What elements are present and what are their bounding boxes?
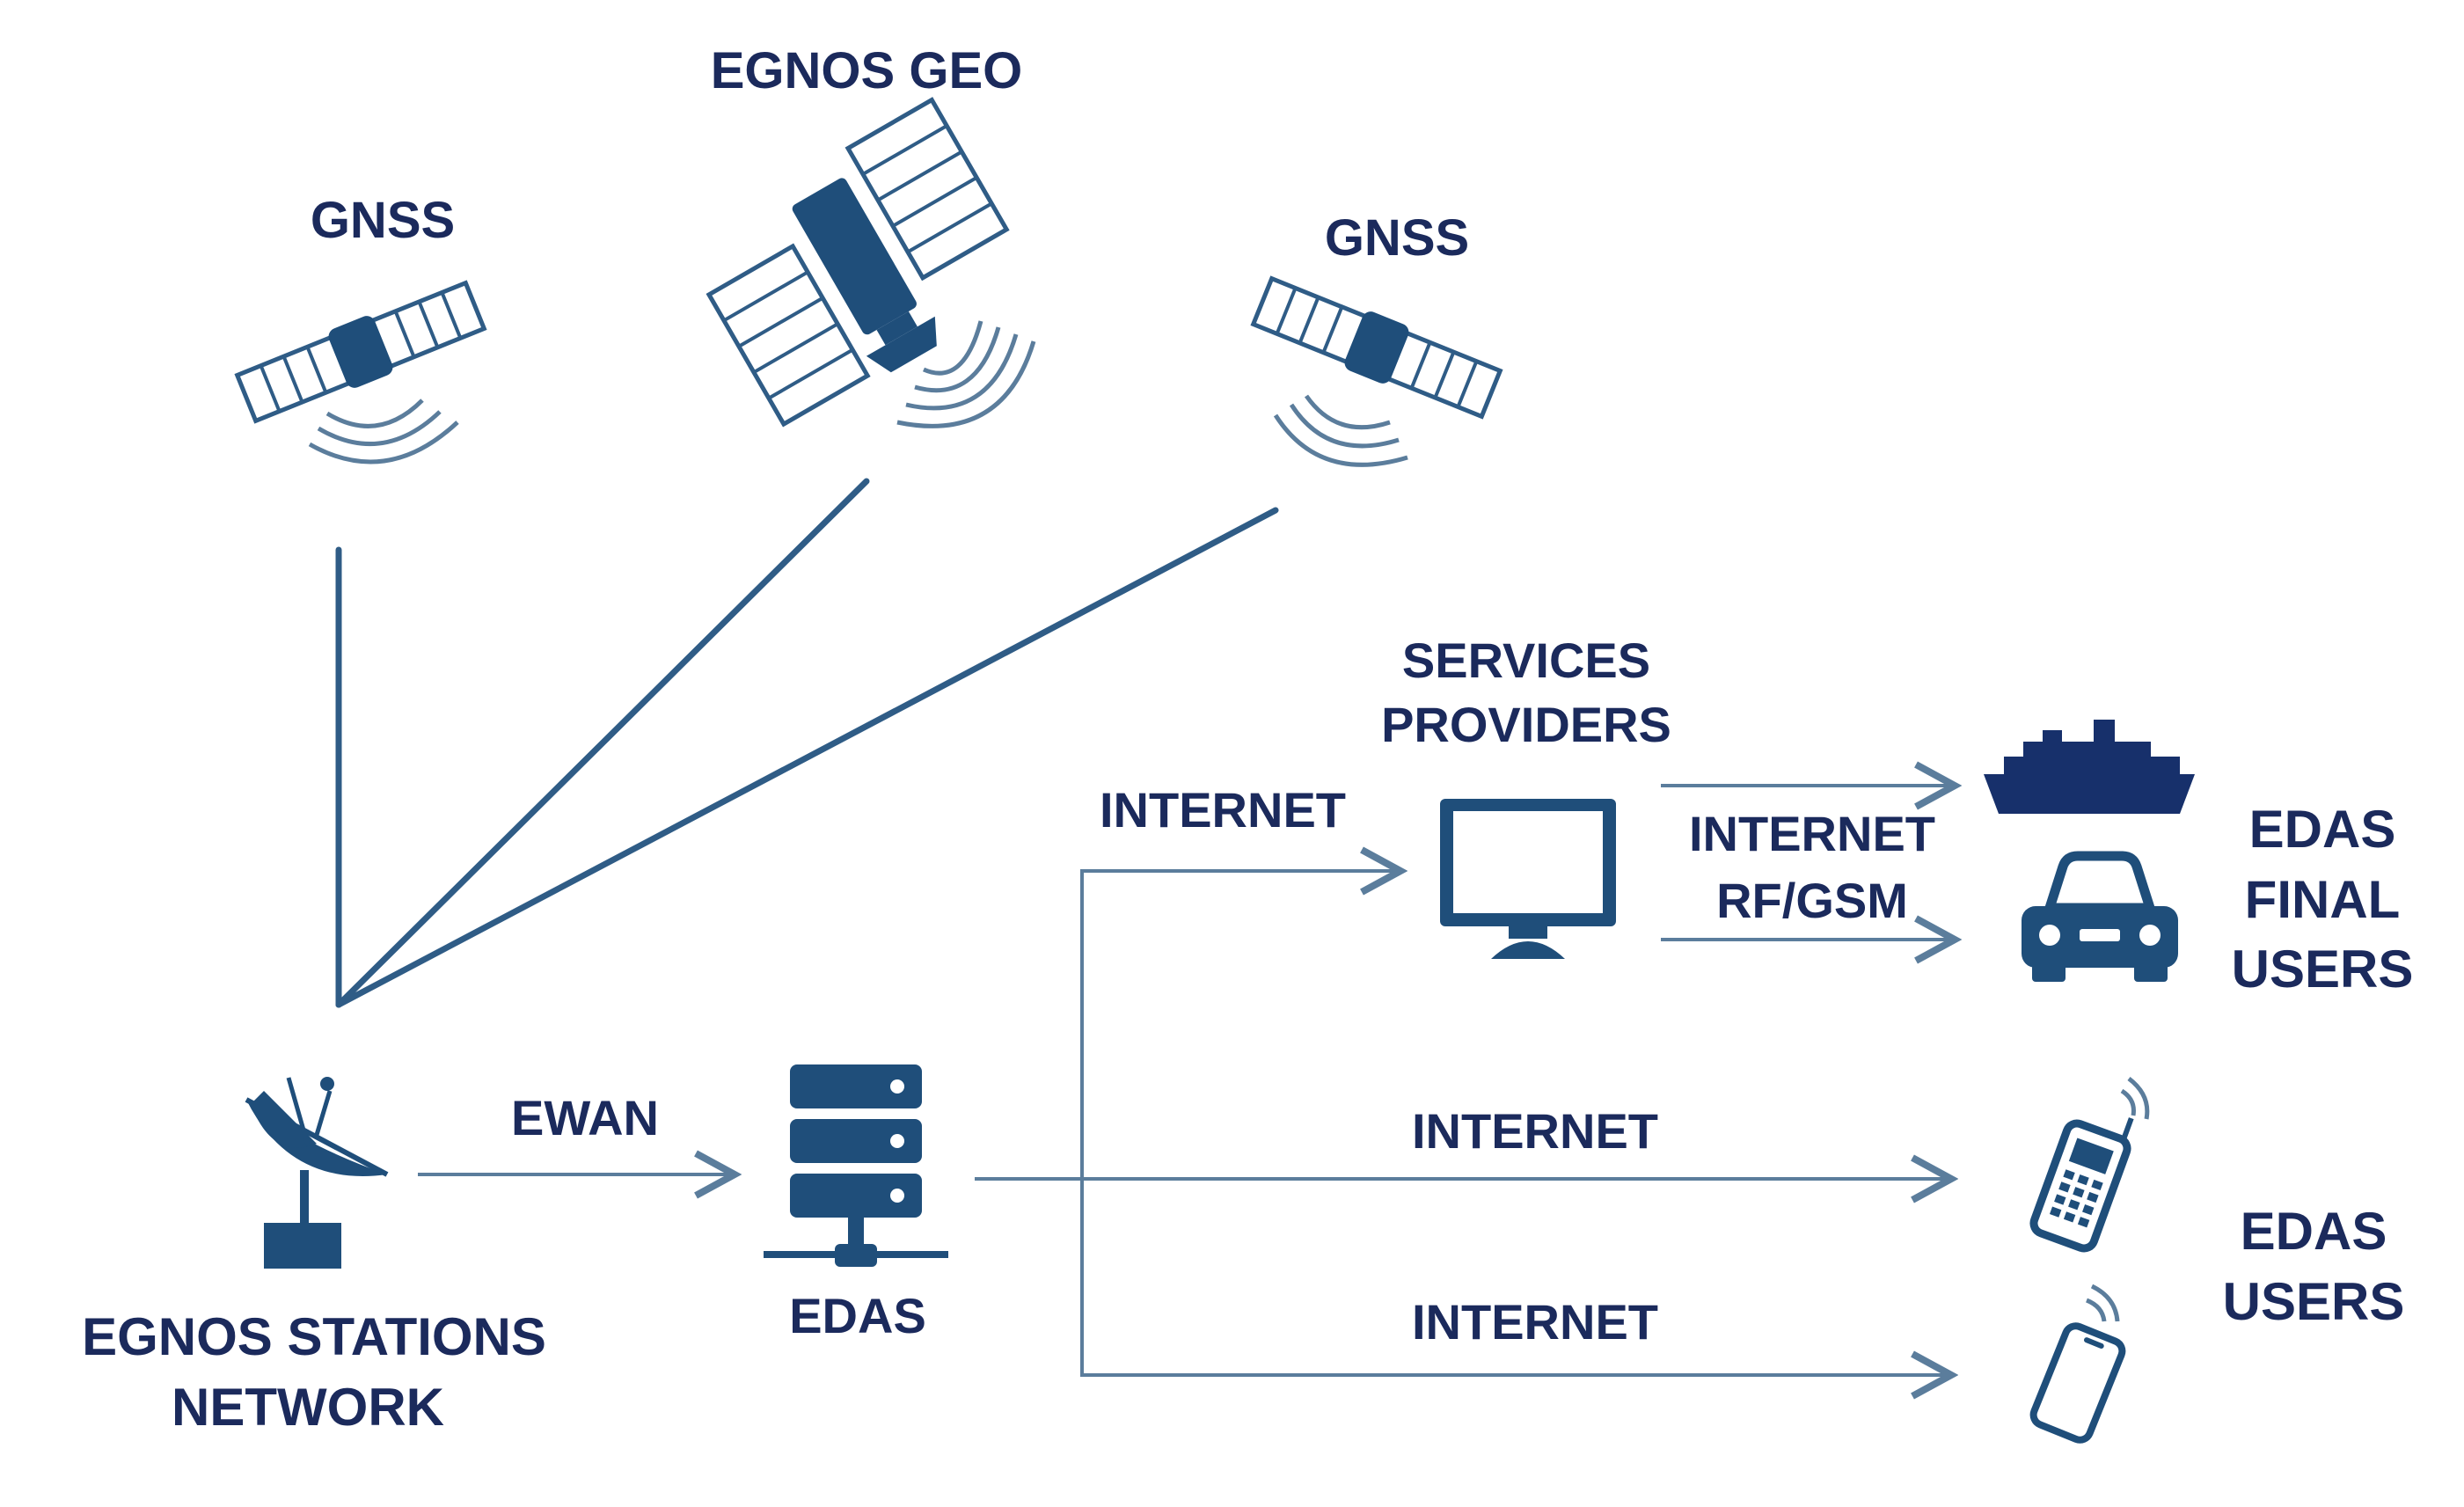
edas-label: EDAS [789, 1288, 926, 1343]
egnos-geo-label: EGNOS GEO [711, 42, 1023, 99]
edas-final-users-label-line3: USERS [2232, 940, 2414, 999]
internet-rf-label-line1: INTERNET [1689, 806, 1935, 861]
smartphone-icon [2029, 1322, 2126, 1444]
egnos-stations-label-line1: EGNOS STATIONS [82, 1307, 546, 1366]
signal-waves-geo-icon [896, 320, 1036, 428]
egnos-geo-satellite-icon [706, 97, 1010, 428]
satellite-links [335, 478, 1279, 1008]
edas-final-users-label-line2: FINAL [2245, 870, 2401, 929]
network-connections [418, 786, 1955, 1377]
internet-to-providers-link [1080, 871, 1400, 1377]
satellite-dish-icon [245, 1077, 389, 1269]
ship-icon [1984, 720, 2195, 814]
egnos-stations-label-line2: NETWORK [172, 1378, 444, 1437]
smartphone-signal-icon [2086, 1284, 2120, 1322]
gnss-right-label: GNSS [1325, 209, 1469, 267]
services-providers-label-line1: SERVICES [1402, 633, 1650, 688]
internet-to-providers-label: INTERNET [1100, 782, 1346, 838]
edas-users-label-line2: USERS [2223, 1272, 2405, 1331]
diagram-labels: GNSS EGNOS GEO GNSS SERVICES PROVIDERS I… [82, 42, 2413, 1437]
edas-users-label-line1: EDAS [2241, 1202, 2387, 1261]
services-providers-label-line2: PROVIDERS [1381, 697, 1671, 752]
gnss-satellite-right-icon [1250, 275, 1503, 420]
signal-waves-right-icon [1273, 394, 1408, 467]
edas-server-icon [764, 1064, 948, 1267]
ewan-label: EWAN [511, 1090, 659, 1145]
internet-rf-label-line2: RF/GSM [1716, 873, 1908, 928]
car-icon [2022, 851, 2178, 982]
edas-final-users-label-line1: EDAS [2249, 800, 2396, 859]
internet-bottom-label: INTERNET [1412, 1294, 1658, 1350]
gnss-left-label: GNSS [311, 192, 455, 249]
phone-signal-icon [2120, 1077, 2150, 1120]
signal-waves-left-icon [308, 399, 459, 465]
internet-mid-label: INTERNET [1412, 1103, 1658, 1159]
gnss-satellite-left-icon [234, 280, 487, 424]
service-provider-monitor-icon [1440, 799, 1616, 959]
mobile-phone-icon [2029, 1117, 2134, 1253]
